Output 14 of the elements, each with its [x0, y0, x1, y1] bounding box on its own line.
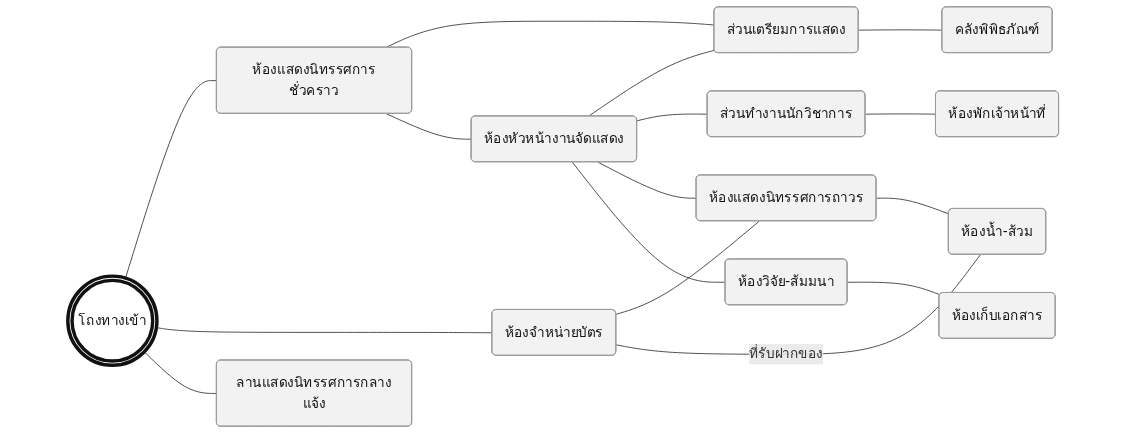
- connector: [616, 220, 761, 315]
- connector: [144, 351, 218, 394]
- connector: [876, 197, 950, 215]
- connector: [125, 80, 218, 279]
- connector: [847, 281, 941, 296]
- connector: [572, 161, 727, 283]
- connector: [865, 113, 937, 115]
- node-circle: โถงทางเข้า: [66, 274, 159, 367]
- connector: [636, 113, 709, 122]
- edge-label: ที่รับฝากของ: [749, 345, 824, 362]
- connector: [597, 161, 698, 199]
- connector: [616, 254, 982, 355]
- connector: [386, 113, 473, 140]
- connector: [588, 49, 716, 117]
